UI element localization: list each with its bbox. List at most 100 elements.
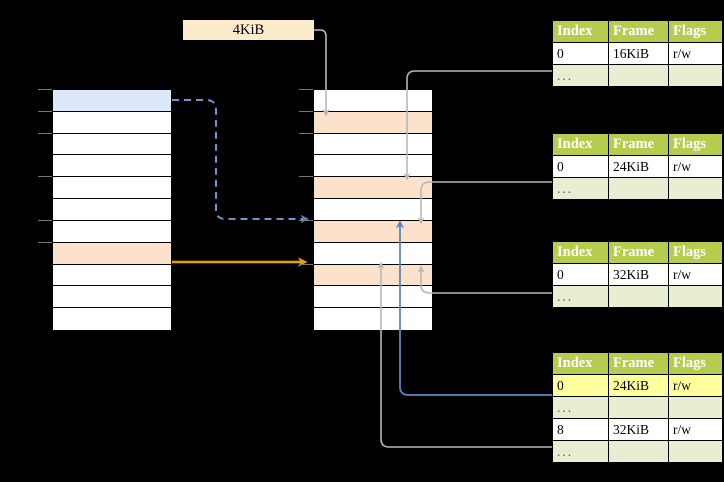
column-header-frame: Frame bbox=[608, 20, 669, 43]
table-cell bbox=[608, 177, 669, 200]
memory-row bbox=[53, 111, 171, 134]
row-tick-mark bbox=[299, 263, 313, 265]
table-cell bbox=[668, 285, 723, 308]
table-cell: r/w bbox=[668, 418, 723, 441]
memory-row bbox=[53, 199, 171, 221]
table-cell: 24KiB bbox=[608, 155, 669, 178]
table-cell: ... bbox=[552, 396, 609, 419]
memory-row bbox=[314, 133, 432, 156]
memory-row bbox=[314, 177, 432, 200]
row-tick-mark bbox=[38, 89, 52, 90]
column-header-flags: Flags bbox=[668, 241, 723, 264]
table-row: ... bbox=[552, 396, 723, 419]
memory-row bbox=[314, 90, 432, 112]
table-cell: 0 bbox=[552, 42, 609, 65]
column-header-flags: Flags bbox=[668, 352, 723, 375]
table-cell: 8 bbox=[552, 418, 609, 441]
connector-virtual-blue-to-physical bbox=[172, 99, 309, 224]
row-tick-mark bbox=[299, 89, 313, 90]
memory-row bbox=[53, 133, 171, 156]
table-cell bbox=[668, 396, 723, 419]
table-row: ... bbox=[552, 177, 723, 200]
table-cell: r/w bbox=[668, 42, 723, 65]
column-header-index: Index bbox=[552, 20, 609, 43]
memory-row bbox=[314, 242, 432, 265]
table-cell: 0 bbox=[552, 374, 609, 397]
row-tick-mark bbox=[38, 219, 52, 221]
row-tick-mark bbox=[299, 219, 313, 221]
table-cell: 0 bbox=[552, 263, 609, 286]
table-cell bbox=[668, 177, 723, 200]
memory-row bbox=[53, 264, 171, 287]
physical-memory-column bbox=[313, 89, 433, 330]
memory-row bbox=[314, 155, 432, 178]
table-cell bbox=[668, 440, 723, 463]
column-header-flags: Flags bbox=[668, 20, 723, 43]
memory-row bbox=[53, 308, 171, 330]
table-cell: ... bbox=[552, 177, 609, 200]
table-cell: 32KiB bbox=[608, 263, 669, 286]
virtual-memory-column bbox=[52, 89, 172, 330]
column-header-index: Index bbox=[552, 133, 609, 156]
column-header-frame: Frame bbox=[608, 241, 669, 264]
table-row: ... bbox=[552, 64, 723, 87]
table-cell bbox=[668, 64, 723, 87]
column-header-flags: Flags bbox=[668, 133, 723, 156]
memory-row bbox=[314, 199, 432, 221]
row-tick-mark bbox=[299, 110, 313, 112]
column-header-frame: Frame bbox=[608, 352, 669, 375]
memory-row bbox=[53, 90, 171, 112]
table-cell: 32KiB bbox=[608, 418, 669, 441]
memory-row bbox=[53, 220, 171, 243]
row-tick-mark bbox=[299, 132, 313, 134]
row-tick-mark bbox=[38, 176, 52, 178]
table-cell bbox=[608, 64, 669, 87]
table-cell bbox=[608, 396, 669, 419]
table-cell: r/w bbox=[668, 263, 723, 286]
table-cell: ... bbox=[552, 64, 609, 87]
memory-row bbox=[53, 286, 171, 309]
row-tick-mark bbox=[38, 132, 52, 134]
memory-row bbox=[53, 155, 171, 178]
size-label-4kib: 4KiB bbox=[183, 20, 314, 40]
column-header-frame: Frame bbox=[608, 133, 669, 156]
memory-row bbox=[314, 264, 432, 287]
table-row: ... bbox=[552, 285, 723, 308]
table-row: ... bbox=[552, 440, 723, 463]
connector-pt2-to-physical bbox=[417, 181, 552, 225]
memory-row bbox=[314, 286, 432, 309]
row-tick-mark bbox=[299, 176, 313, 178]
table-cell: ... bbox=[552, 285, 609, 308]
table-cell bbox=[608, 285, 669, 308]
table-cell: r/w bbox=[668, 155, 723, 178]
memory-row bbox=[314, 308, 432, 330]
table-cell: 24KiB bbox=[608, 374, 669, 397]
connector-pt3-to-physical bbox=[417, 265, 552, 294]
table-cell: ... bbox=[552, 440, 609, 463]
column-header-index: Index bbox=[552, 241, 609, 264]
memory-row bbox=[53, 242, 171, 265]
row-tick-mark bbox=[38, 110, 52, 112]
memory-row bbox=[53, 177, 171, 200]
memory-row bbox=[314, 111, 432, 134]
table-cell: r/w bbox=[668, 374, 723, 397]
column-header-index: Index bbox=[552, 352, 609, 375]
table-cell: 16KiB bbox=[608, 42, 669, 65]
table-cell: 0 bbox=[552, 155, 609, 178]
memory-row bbox=[314, 220, 432, 243]
table-cell bbox=[608, 440, 669, 463]
